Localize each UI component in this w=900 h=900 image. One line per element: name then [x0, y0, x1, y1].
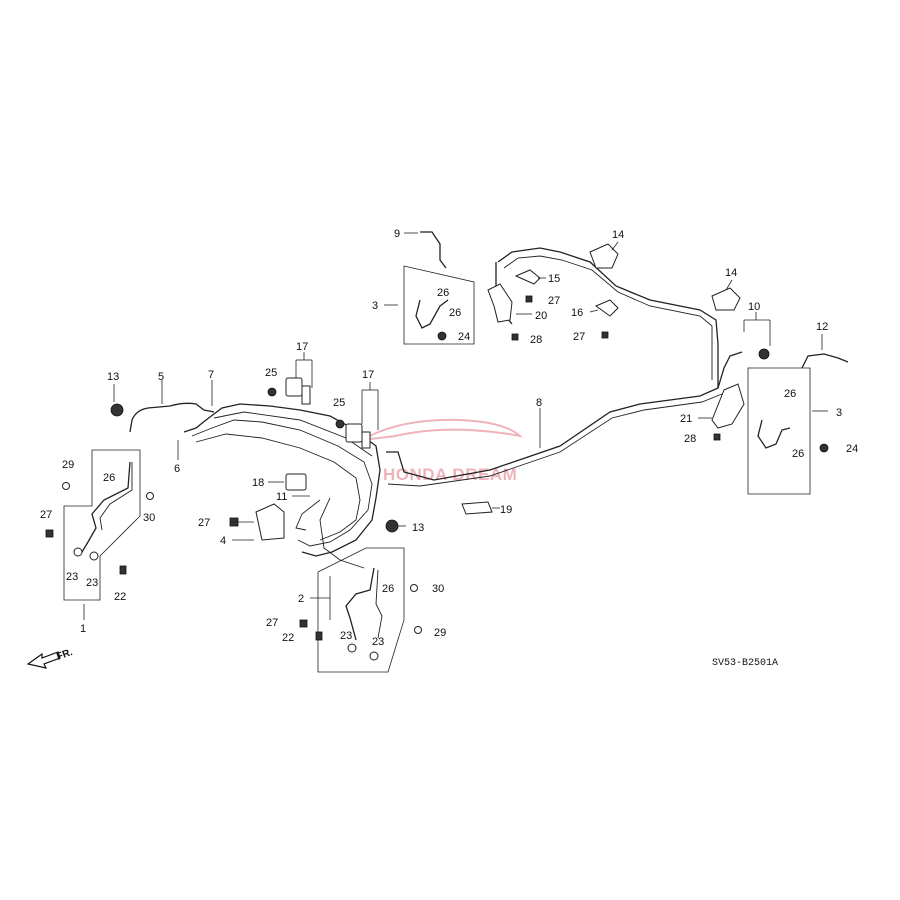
callout-16: 16 — [571, 307, 583, 319]
callout-26-a: 26 — [103, 472, 115, 484]
callout-22-left: 22 — [114, 591, 126, 603]
callout-26-f: 26 — [792, 448, 804, 460]
callout-25-left: 25 — [265, 367, 277, 379]
callout-20: 20 — [535, 310, 547, 322]
watermark: HONDA DREAM — [361, 418, 524, 484]
callout-labels: 1 2 3 3 4 5 6 7 8 9 10 11 12 13 13 14 14… — [40, 228, 858, 648]
callout-13-left: 13 — [107, 371, 119, 383]
callout-27-a: 27 — [40, 509, 52, 521]
callout-23-c: 23 — [340, 630, 352, 642]
callout-27-b: 27 — [198, 517, 210, 529]
callout-30-a: 30 — [143, 512, 155, 524]
callout-15: 15 — [548, 273, 560, 285]
callout-14-lower: 14 — [725, 267, 737, 279]
callout-8: 8 — [536, 397, 542, 409]
front-arrow-icon — [26, 651, 61, 669]
callout-17-right: 17 — [362, 369, 374, 381]
callout-26-d: 26 — [449, 307, 461, 319]
callout-1: 1 — [80, 623, 86, 635]
callout-17-left: 17 — [296, 341, 308, 353]
hose-box-front-left — [63, 449, 141, 601]
callout-27-c: 27 — [266, 617, 278, 629]
callout-24-right: 24 — [846, 443, 858, 455]
callout-12: 12 — [816, 321, 828, 333]
callout-24-left: 24 — [458, 331, 470, 343]
callout-23-d: 23 — [372, 636, 384, 648]
callout-26-c: 26 — [437, 287, 449, 299]
callout-9: 9 — [394, 228, 400, 240]
callout-27-d: 27 — [548, 295, 560, 307]
callout-26-e: 26 — [784, 388, 796, 400]
callout-13-center: 13 — [412, 522, 424, 534]
callout-18: 18 — [252, 477, 264, 489]
callout-4: 4 — [220, 535, 226, 547]
callout-3-rear-left: 3 — [372, 300, 378, 312]
callout-6: 6 — [174, 463, 180, 475]
callout-28-b: 28 — [684, 433, 696, 445]
leader-lines — [83, 232, 828, 620]
callout-2: 2 — [298, 593, 304, 605]
parts-shapes — [45, 243, 829, 641]
callout-3-rear-right: 3 — [836, 407, 842, 419]
diagram-code: SV53-B2501A — [712, 658, 778, 669]
callout-19: 19 — [500, 504, 512, 516]
callout-5: 5 — [158, 371, 164, 383]
front-direction-indicator: FR. — [26, 647, 74, 669]
callout-23-b: 23 — [86, 577, 98, 589]
callout-28-a: 28 — [530, 334, 542, 346]
callout-21: 21 — [680, 413, 692, 425]
callout-22-right: 22 — [282, 632, 294, 644]
hose-box-rear-left — [403, 265, 475, 345]
callout-14-upper: 14 — [612, 229, 624, 241]
callout-23-a: 23 — [66, 571, 78, 583]
callout-29-a: 29 — [62, 459, 74, 471]
hose-box-rear-right — [747, 367, 811, 495]
brake-pipes — [129, 231, 849, 569]
callout-26-b: 26 — [382, 583, 394, 595]
callout-27-e: 27 — [573, 331, 585, 343]
callout-7: 7 — [208, 369, 214, 381]
callout-30-b: 30 — [432, 583, 444, 595]
callout-11: 11 — [276, 491, 287, 503]
callout-29-b: 29 — [434, 627, 446, 639]
callout-25-right: 25 — [333, 397, 345, 409]
hose-box-front-right — [317, 547, 405, 673]
front-direction-label: FR. — [55, 647, 74, 663]
callout-10: 10 — [748, 301, 760, 313]
watermark-text: HONDA DREAM — [383, 465, 517, 484]
